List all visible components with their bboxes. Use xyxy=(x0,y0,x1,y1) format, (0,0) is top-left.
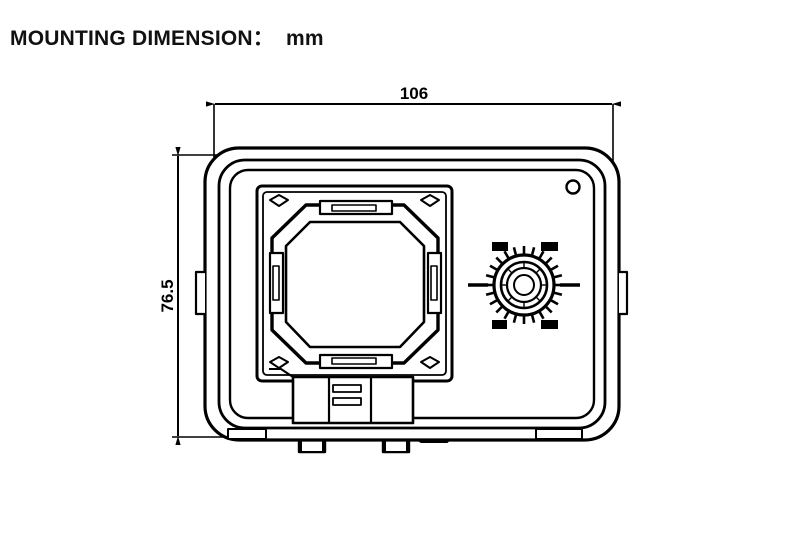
left-shell-tabs xyxy=(194,270,205,316)
dial-scale-label-blocks xyxy=(492,242,558,329)
dial-label-block-bottom-left xyxy=(492,320,507,329)
window-octagonal-bezel-inner xyxy=(284,220,426,349)
dial-label-block-top-left xyxy=(492,242,508,251)
window-corner-screws xyxy=(269,194,440,369)
bottom-connector-block xyxy=(269,368,415,425)
dial-label-block-bottom-right xyxy=(541,320,558,329)
bottom-foot-tabs xyxy=(227,428,583,440)
display-window-assembly xyxy=(255,184,454,425)
rotary-dial[interactable] xyxy=(468,242,580,329)
device-body xyxy=(194,146,629,454)
dial-knurl-detail xyxy=(501,262,547,308)
width-dimension-label: 106 xyxy=(400,84,428,103)
height-dimension-label: 76.5 xyxy=(158,279,177,312)
dial-label-block-top-right xyxy=(541,242,558,251)
dial-hub xyxy=(513,274,535,296)
bezel-clip-details xyxy=(268,199,443,370)
indicator-hole-icon xyxy=(565,179,581,195)
right-shell-tabs xyxy=(619,270,629,316)
page-title: MOUNTING DIMENSION： mm xyxy=(10,27,324,50)
